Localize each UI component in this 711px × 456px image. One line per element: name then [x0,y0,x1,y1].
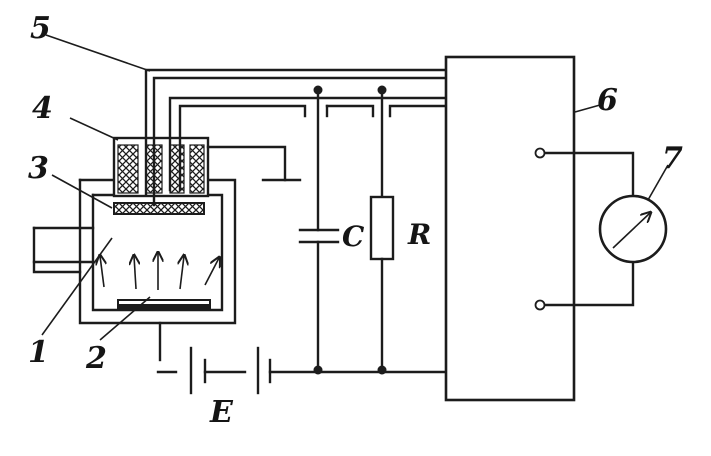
label-6: 6 [597,83,618,118]
capacitor-c [298,85,340,375]
emission-arrows [100,253,219,290]
label-7: 7 [662,141,683,176]
label-2: 2 [85,341,107,376]
label-1: 1 [28,335,49,370]
output-terminal [534,147,546,159]
chamber-housing [78,178,237,325]
junction-dot [313,85,323,95]
label-battery: E [209,395,234,430]
measuring-unit [444,55,576,402]
meter-needle-icon [612,213,650,249]
output-terminal [534,299,546,311]
emitter-plate [117,299,211,362]
leader-lines [41,34,669,341]
label-3: 3 [28,151,49,186]
junction-dot [377,85,387,95]
battery-e [156,346,448,395]
resistor-r [369,85,395,375]
insulator-block [112,136,210,198]
label-resistor: R [407,218,431,251]
label-4: 4 [32,91,53,126]
inlet-tube [32,226,95,274]
label-capacitor: C [342,220,365,253]
collector-plate [113,202,205,215]
meter [543,151,668,307]
label-5: 5 [30,11,51,46]
